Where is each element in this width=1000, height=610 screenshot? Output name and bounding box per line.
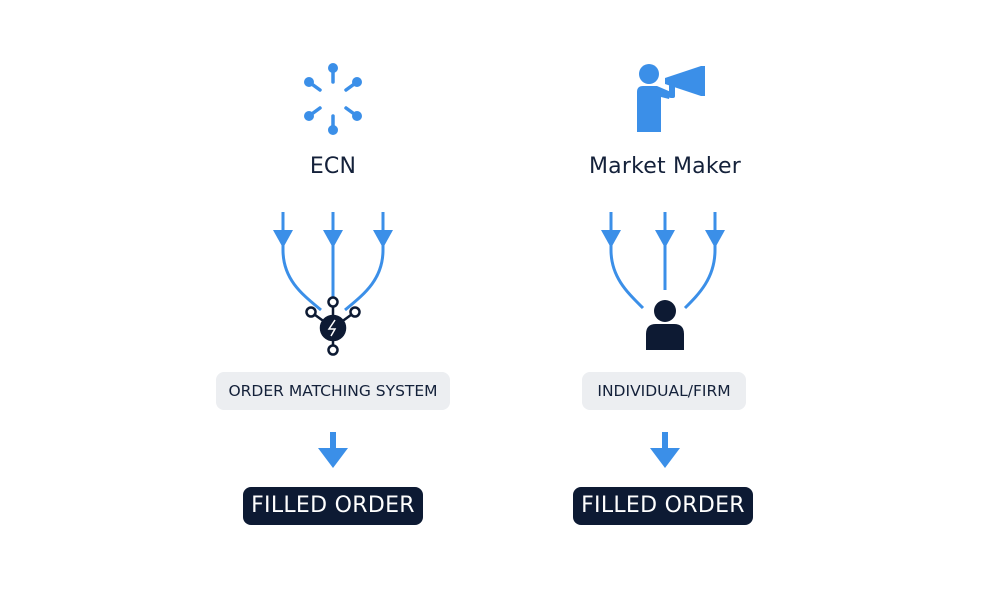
person-icon xyxy=(646,300,684,350)
individual-firm-label: INDIVIDUAL/FIRM xyxy=(582,372,746,410)
ecn-filled-order-badge: FILLED ORDER xyxy=(243,487,423,525)
market-maker-filled-order-badge: FILLED ORDER xyxy=(573,487,753,525)
arrow-head-icon xyxy=(601,230,621,248)
ecn-order-flow xyxy=(273,212,393,356)
down-arrow-icon xyxy=(318,432,348,468)
arrow-head-icon xyxy=(655,230,675,248)
ecn-title: ECN xyxy=(309,154,357,179)
arrow-head-icon xyxy=(373,230,393,248)
arrow-head-icon xyxy=(323,230,343,248)
order-matching-system-label: ORDER MATCHING SYSTEM xyxy=(216,372,450,410)
down-arrow-icon xyxy=(650,432,680,468)
network-hub-icon xyxy=(304,63,362,135)
arrow-head-icon xyxy=(705,230,725,248)
matching-node-icon xyxy=(305,296,361,356)
ecn-column: ECN ORDER MATCHING SYSTEM FI xyxy=(213,0,453,610)
megaphone-person-icon xyxy=(637,64,705,132)
market-maker-order-flow xyxy=(601,212,725,350)
arrow-head-icon xyxy=(273,230,293,248)
market-maker-column: Market Maker INDIVIDUAL/FIRM FILLED ORDE… xyxy=(555,0,775,610)
market-maker-title: Market Maker xyxy=(588,154,742,179)
